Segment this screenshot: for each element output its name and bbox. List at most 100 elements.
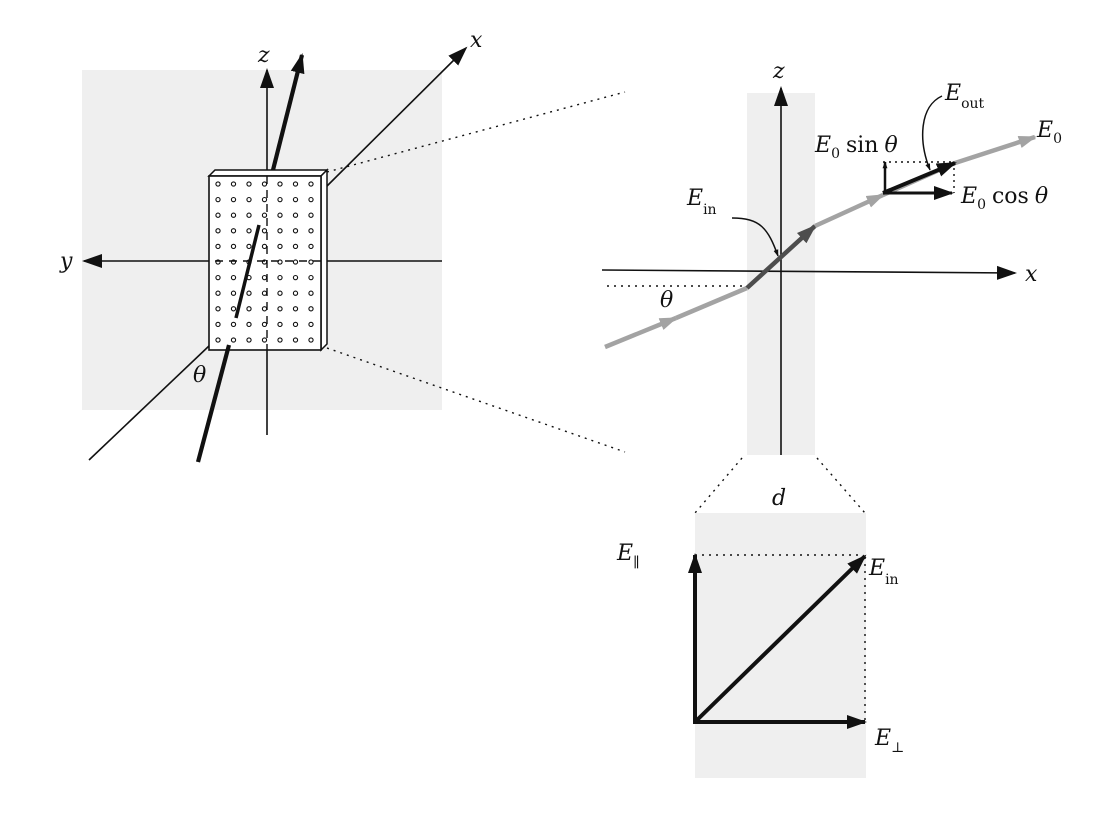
slab-dot (308, 228, 314, 234)
slab-dot (230, 321, 237, 328)
left-x-axis-lower (88, 344, 211, 461)
slab-dot (308, 306, 314, 312)
slab-dot (215, 228, 221, 234)
slab-dot (292, 181, 299, 187)
slab-dot (215, 306, 221, 312)
slab-dot (246, 321, 252, 328)
slab-dot (277, 212, 283, 218)
slab-dot (308, 274, 314, 281)
slab-dot (308, 321, 314, 328)
slab-dot (230, 337, 237, 343)
e-in-label: Ein (686, 186, 717, 218)
e-out-arrow (882, 161, 957, 195)
slab-dot (246, 290, 252, 296)
slab-zoom-box (695, 513, 866, 778)
slab-dot (230, 243, 237, 250)
zoom-line-bottom-left (694, 457, 743, 514)
slab-dot (292, 243, 299, 250)
slab-dot (215, 337, 221, 343)
slab-dot (277, 337, 283, 343)
e-perp-label: E⊥ (874, 726, 904, 756)
slab-dot (292, 321, 299, 328)
slab-dot (215, 321, 221, 328)
left-beam-upper (270, 53, 305, 171)
slab-dot (292, 212, 299, 218)
slab-dot (246, 228, 252, 234)
slab-dot (230, 212, 237, 218)
slab-dot (246, 212, 252, 218)
slab-dot (277, 290, 283, 296)
slab-dot (292, 337, 299, 343)
left-beam-middle (234, 224, 261, 319)
slab-dot (277, 321, 283, 328)
slab-dot (261, 274, 268, 281)
slab-dot (230, 290, 237, 296)
slab-dot (215, 243, 221, 250)
slab-dot-grid (215, 181, 314, 343)
slab-dot (292, 290, 299, 296)
slab-dot (246, 306, 252, 312)
outgoing-beam-segment-1 (814, 192, 885, 229)
right-x-label: x (1025, 262, 1038, 287)
slab-dot (308, 337, 314, 343)
slab-dot (277, 274, 283, 281)
slab-dot (246, 337, 252, 343)
left-y-label: y (59, 249, 73, 274)
slab-dot (261, 290, 268, 296)
slab-dot (215, 181, 221, 187)
slab-dot (230, 228, 237, 234)
slab-dot (277, 306, 283, 312)
left-x-label: x (470, 28, 483, 53)
zoom-line-bottom-right (816, 457, 866, 514)
slab-dot (308, 259, 314, 265)
slab-dot (308, 243, 314, 250)
right-theta-label: θ (660, 288, 673, 313)
d-label: d (772, 486, 786, 511)
right-z-label: z (772, 59, 785, 84)
slab-dot (292, 274, 299, 281)
slab-dot (215, 290, 221, 296)
slab-dot (292, 196, 299, 203)
outgoing-beam-segment-3 (954, 134, 1037, 166)
slab-dot (261, 306, 268, 312)
slab-dot (261, 181, 268, 187)
slab-dot (292, 228, 299, 234)
slab-dot (261, 228, 268, 234)
slab-dot (215, 274, 221, 281)
slab-dot (277, 243, 283, 250)
slab-dot (277, 181, 283, 187)
left-x-axis-upper (322, 46, 468, 191)
e-in-diagonal-arrow (693, 554, 867, 724)
slab-dot (261, 243, 268, 250)
incoming-beam-segment-2 (675, 285, 748, 321)
slab-dot (230, 306, 237, 312)
slab-top-face (207, 169, 329, 177)
incoming-beam-segment-1 (604, 315, 678, 350)
slab-dot (230, 181, 237, 187)
slab-dot (308, 290, 314, 296)
slab-dot (308, 181, 314, 187)
polarizer-slab (207, 168, 329, 352)
right-x-axis (601, 265, 1017, 280)
e-par-label: E∥ (616, 541, 640, 571)
slab-dot (215, 212, 221, 218)
bottom-field-decomposition: d E∥ Ein E⊥ (616, 486, 904, 778)
e-out-label: Eout (944, 81, 985, 112)
e-out-pointer (921, 95, 943, 171)
slab-dot (261, 212, 268, 218)
slab-dot (230, 196, 237, 203)
left-theta-label: θ (193, 363, 206, 388)
slab-dot (261, 196, 268, 203)
slab-dot (230, 274, 237, 281)
slab-dot (308, 196, 314, 203)
slab-dot (246, 196, 252, 203)
slab-dot (215, 196, 221, 203)
slab-dot (292, 259, 299, 265)
slab-dot (246, 181, 252, 187)
left-beam-lower (195, 344, 232, 463)
slab-dot (261, 337, 268, 343)
